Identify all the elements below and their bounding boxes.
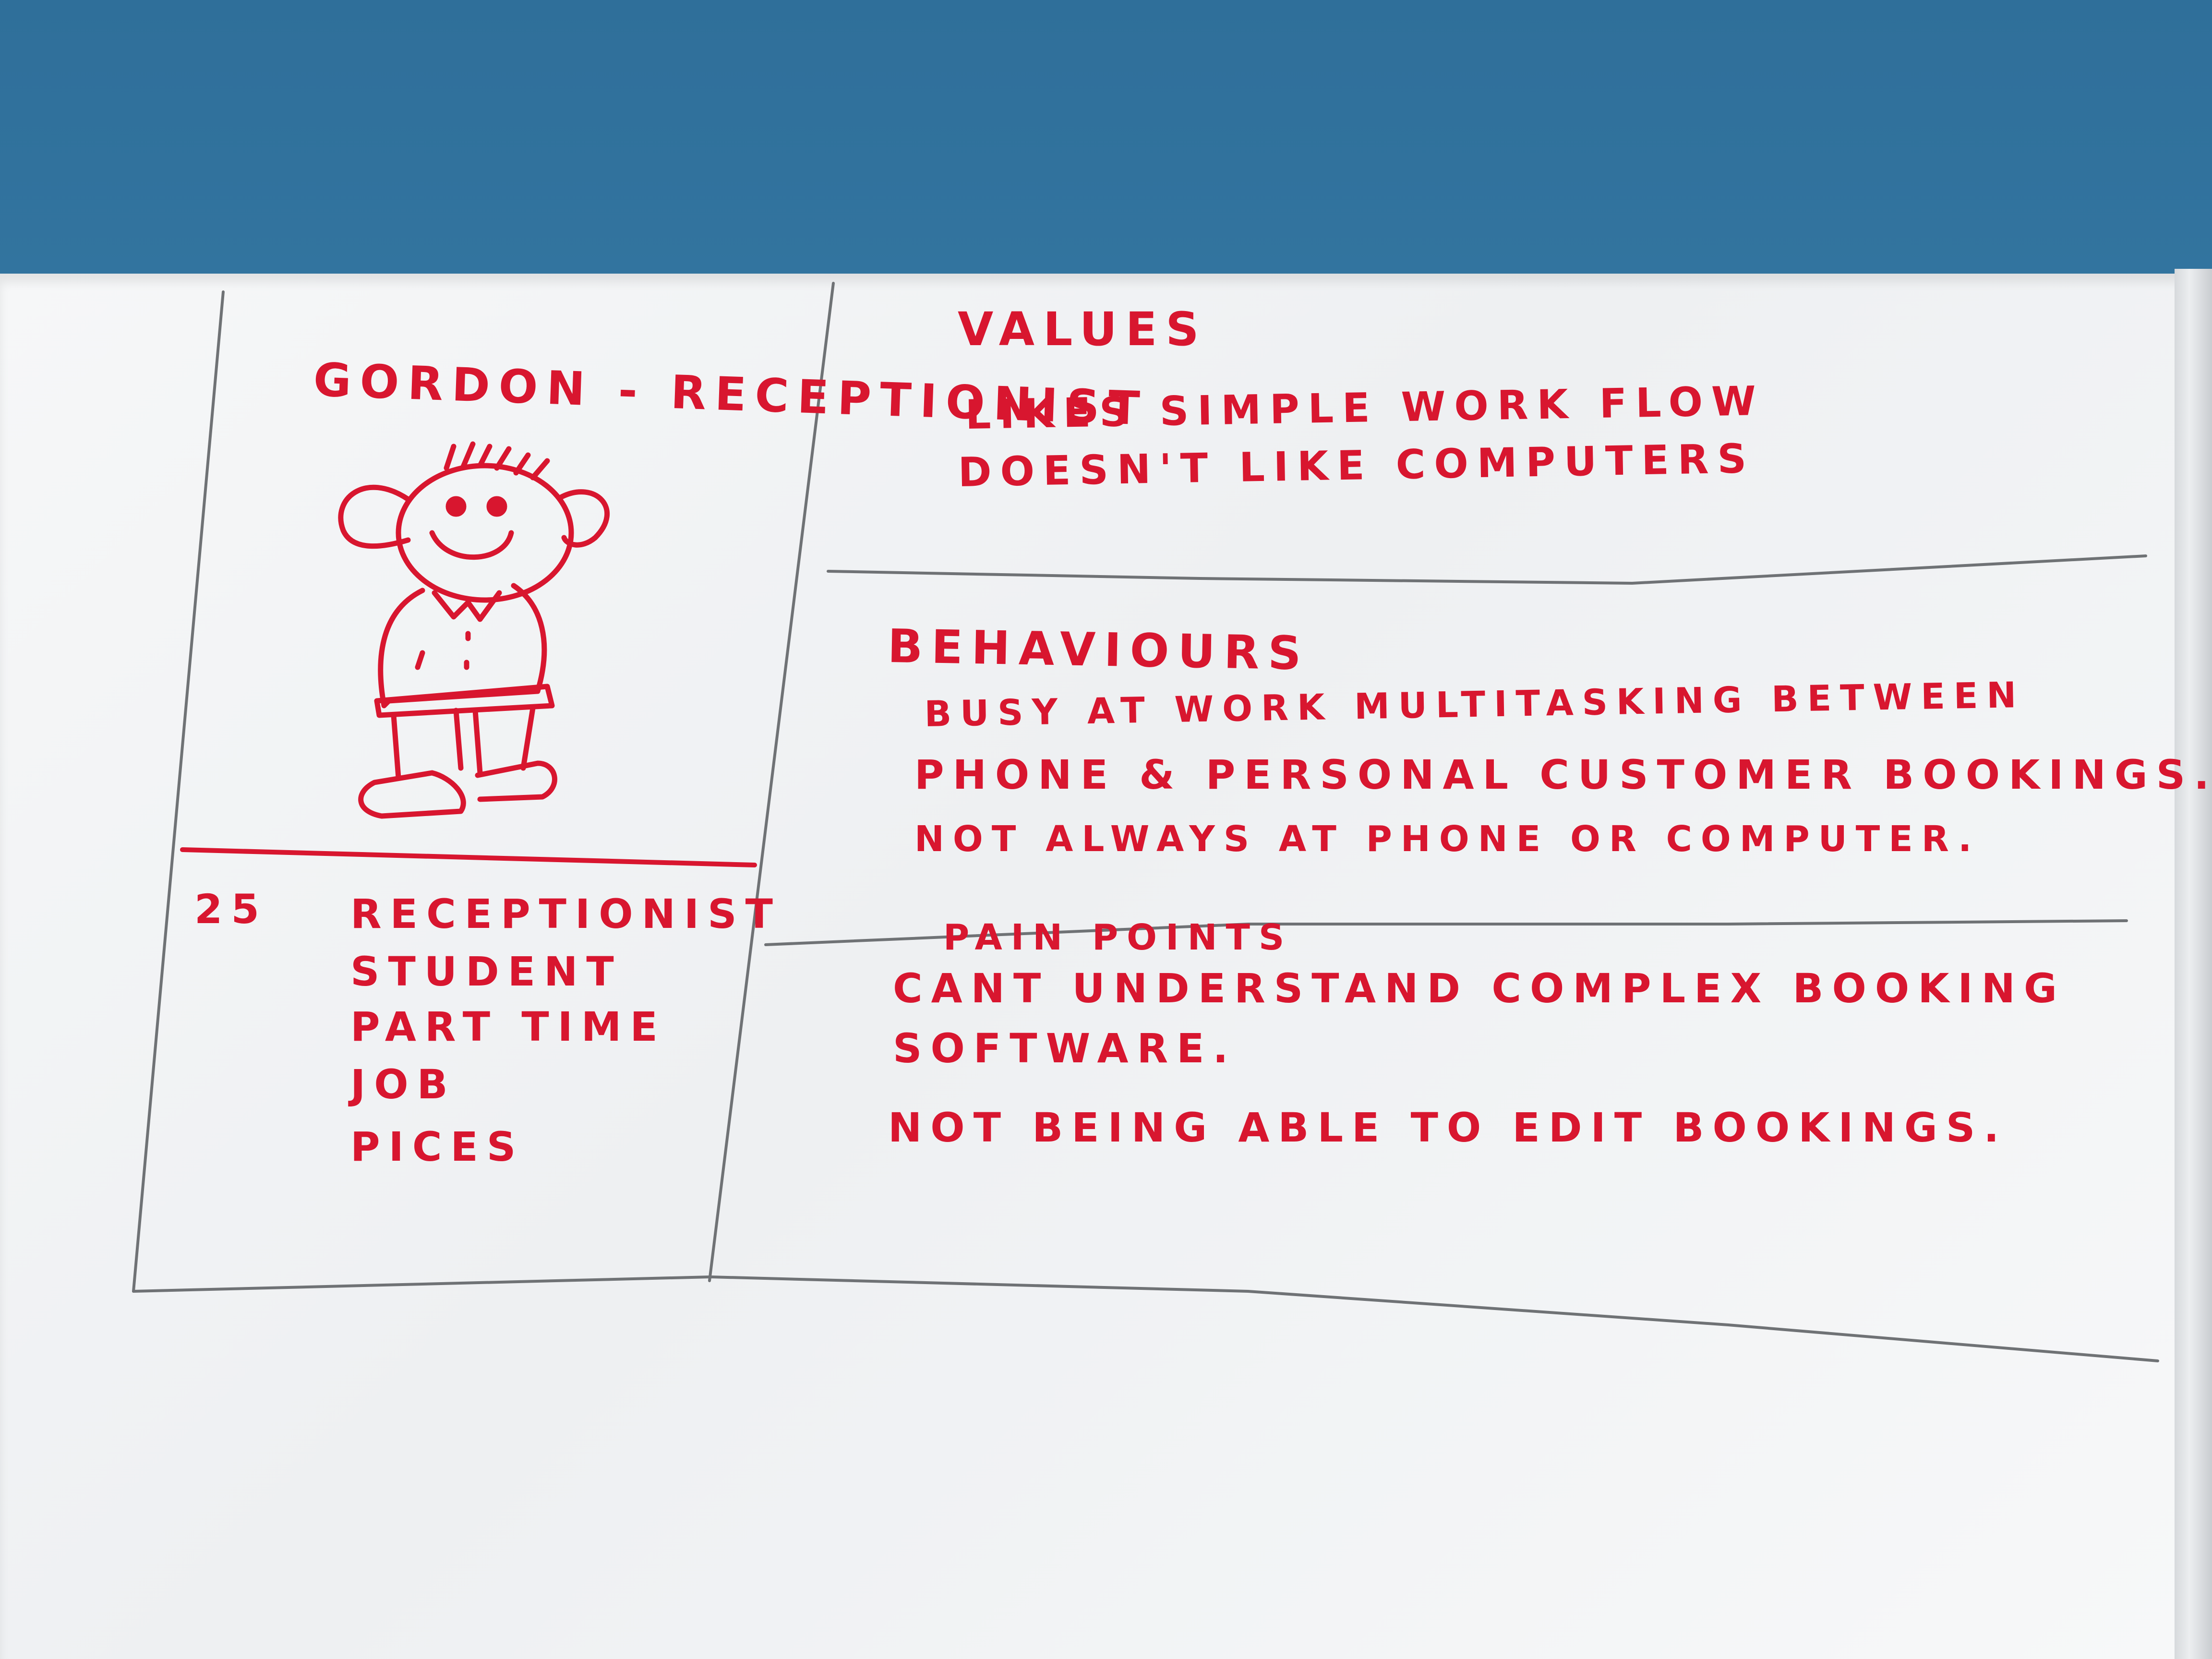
behaviours-item: NOT ALWAYS AT PHONE OR COMPUTER. [914, 818, 1981, 860]
trait-item: PART TIME [350, 1003, 666, 1050]
persona-underline [180, 847, 757, 867]
figure-left-eye [445, 496, 467, 517]
trait-item: JOB [350, 1061, 457, 1108]
figure-smile [429, 530, 514, 560]
figure-hair [444, 441, 550, 481]
pain-points-item: SOFTWARE. [893, 1025, 1237, 1072]
whiteboard-edge [2175, 269, 2212, 1659]
pain-points-item: NOT BEING ABLE TO EDIT BOOKINGS. [888, 1104, 2008, 1151]
figure-left-ear [338, 484, 411, 549]
pain-points-item: CANT UNDERSTAND COMPLEX BOOKING [893, 965, 2066, 1012]
behaviours-heading: BEHAVIOURS [887, 619, 1310, 681]
behaviours-item: PHONE & PERSONAL CUSTOMER BOOKINGS. [914, 751, 2212, 798]
values-divider [827, 554, 2147, 585]
pain-points-heading: PAIN POINTS [943, 917, 1293, 958]
persona-age: 25 [194, 886, 268, 933]
trait-item: RECEPTIONIST [350, 890, 781, 938]
whiteboard [0, 274, 2189, 1659]
behaviours-divider [764, 919, 2128, 946]
figure-collar [432, 590, 502, 622]
figure-right-foot [475, 760, 557, 802]
figure-right-eye [486, 496, 507, 517]
figure-belt [374, 684, 555, 718]
figure-body [378, 583, 547, 709]
figure-head [396, 463, 574, 603]
left-column-left-border [132, 290, 225, 1293]
figure-legs [391, 705, 536, 781]
bottom-border [132, 1275, 2159, 1362]
trait-item: STUDENT [350, 948, 623, 995]
left-column-right-border [708, 282, 835, 1282]
trait-item: PICES [350, 1123, 525, 1170]
figure-buttons [415, 631, 471, 670]
values-heading: VALUES [958, 302, 1208, 356]
figure-left-foot [358, 770, 466, 819]
figure-right-ear [559, 489, 610, 548]
persona-figure [338, 441, 610, 819]
